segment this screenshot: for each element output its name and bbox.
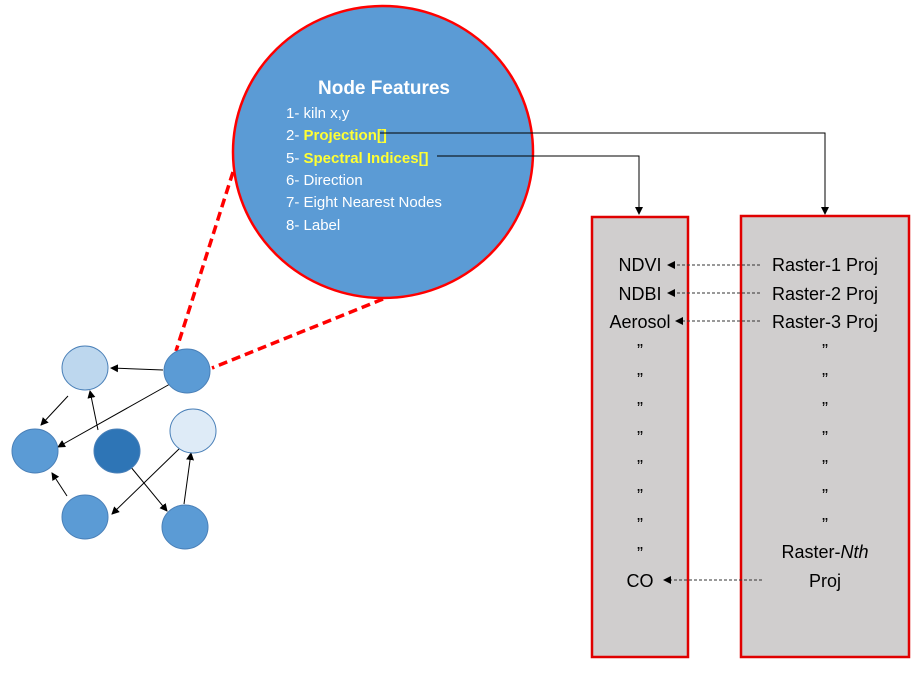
- ditto-mark: ”: [822, 457, 828, 477]
- node-features-title: Node Features: [318, 78, 450, 99]
- graph-node: [161, 504, 209, 550]
- ditto-mark: ”: [822, 399, 828, 419]
- raster-column-text: Raster-1 Proj Raster-2 Proj Raster-3 Pro…: [772, 255, 878, 591]
- index-label-aerosol: Aerosol: [609, 312, 670, 332]
- index-label-ndvi: NDVI: [618, 255, 661, 275]
- graph-edge: [51, 472, 68, 497]
- graph-nodes: [11, 345, 217, 550]
- graph-edge: [111, 447, 181, 515]
- index-label-ndbi: NDBI: [618, 284, 661, 304]
- graph-node: [61, 494, 109, 540]
- raster-label-nth: Raster-Nth: [781, 542, 868, 562]
- index-label-co: CO: [627, 571, 654, 591]
- ditto-mark: ”: [637, 515, 643, 535]
- ditto-mark: ”: [637, 544, 643, 564]
- node-features-circle: [231, 4, 535, 300]
- graph-node: [61, 345, 109, 391]
- ditto-mark: ”: [637, 370, 643, 390]
- graph-node: [93, 428, 141, 474]
- ditto-mark: ”: [822, 515, 828, 535]
- raster-label-2: Raster-2 Proj: [772, 284, 878, 304]
- raster-projection-panel: [739, 214, 911, 659]
- indices-column-text: NDVI NDBI Aerosol ” ” ” ” ” ” ” ” CO: [609, 255, 670, 591]
- graph-edge: [183, 452, 195, 505]
- ditto-mark: ”: [637, 486, 643, 506]
- ditto-mark: ”: [637, 341, 643, 361]
- ditto-mark: ”: [637, 457, 643, 477]
- graph-node: [169, 408, 217, 454]
- projection-connector: [380, 132, 829, 215]
- feature-item-6: 8- Label: [286, 217, 340, 234]
- raster-label-3: Raster-3 Proj: [772, 312, 878, 332]
- graph-edge: [110, 364, 164, 373]
- graph-node-selected: [163, 348, 211, 394]
- raster-label-nth-line2: Proj: [809, 571, 841, 591]
- graph-edge: [87, 390, 99, 431]
- ditto-mark: ”: [822, 341, 828, 361]
- zoom-connector-bottom: [211, 297, 384, 370]
- feature-item-2: 2- Projection[]: [286, 127, 387, 144]
- ditto-mark: ”: [822, 486, 828, 506]
- feature-item-4: 6- Direction: [286, 172, 363, 189]
- graph-edges: [40, 364, 195, 515]
- ditto-mark: ”: [637, 399, 643, 419]
- ditto-mark: ”: [637, 428, 643, 448]
- raster-label-1: Raster-1 Proj: [772, 255, 878, 275]
- ditto-mark: ”: [822, 370, 828, 390]
- spectral-connector: [437, 155, 643, 215]
- feature-item-3: 5- Spectral Indices[]: [286, 150, 429, 167]
- zoom-connector-top: [174, 171, 235, 352]
- ditto-mark: ”: [822, 428, 828, 448]
- feature-item-1: 1- kiln x,y: [286, 105, 350, 122]
- feature-item-5: 7- Eight Nearest Nodes: [286, 194, 442, 211]
- graph-node: [11, 428, 59, 474]
- graph-edge: [57, 383, 171, 448]
- graph-edge: [40, 395, 69, 426]
- graph-edge: [129, 465, 168, 512]
